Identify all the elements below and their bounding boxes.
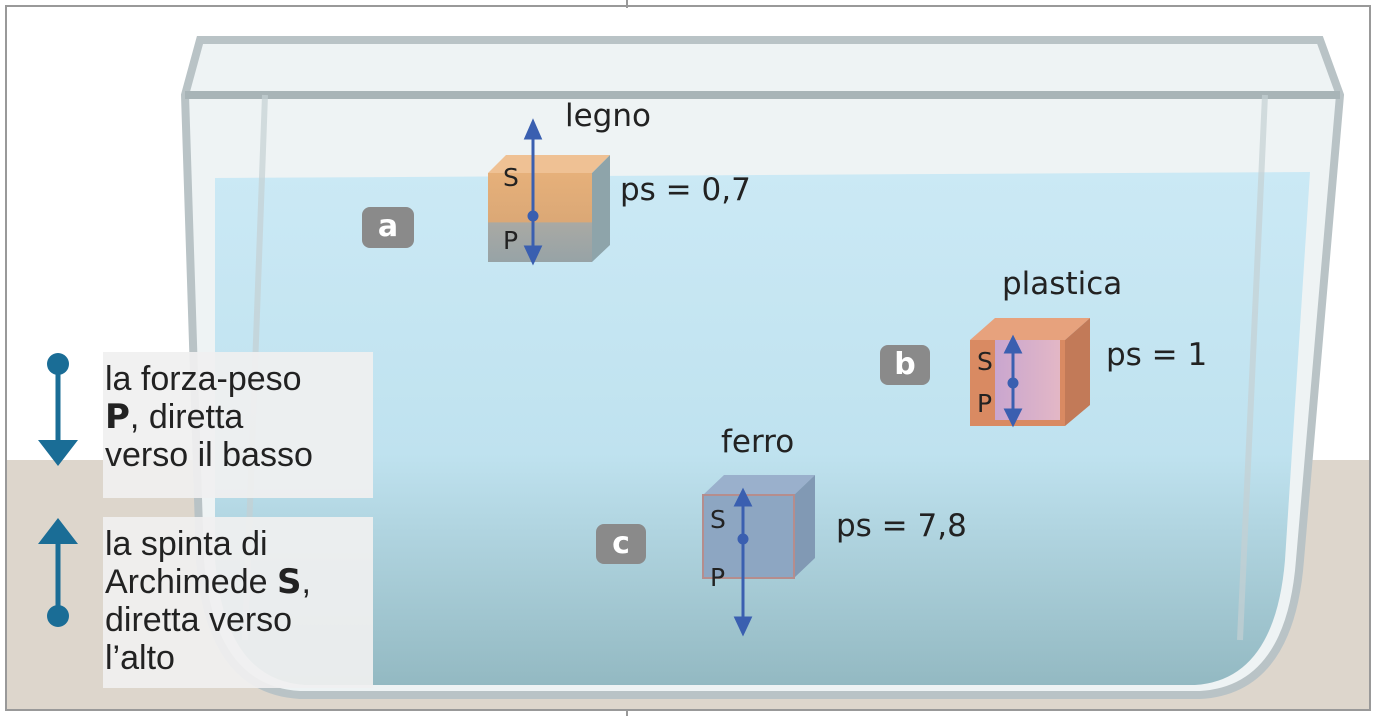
badge-b: b: [880, 345, 930, 385]
buoyancy-symbol: S: [276, 562, 302, 602]
ps-label-b: ps = 1: [1106, 337, 1208, 373]
legend-buoyancy-line2a: Archimede: [105, 563, 277, 601]
legend-buoyancy-line4: l’alto: [105, 639, 175, 677]
badge-a: a: [362, 207, 414, 248]
force-down-label-b: P: [977, 389, 993, 418]
legend-buoyancy-line2: Archimede S,: [105, 563, 373, 601]
material-label-a: legno: [565, 98, 651, 134]
weight-arrow-icon: [38, 353, 78, 466]
force-up-label-a: S: [503, 163, 519, 192]
legend-weight: la forza-peso P, diretta verso il basso: [103, 352, 373, 498]
force-up-label-c: S: [710, 505, 726, 534]
ps-label-a: ps = 0,7: [620, 172, 751, 208]
buoyancy-arrow-icon: [38, 518, 78, 627]
legend-weight-line1: la forza-peso: [105, 360, 302, 398]
legend-weight-line2-text: , diretta: [129, 398, 244, 436]
water: [215, 172, 1310, 685]
legend-buoyancy: la spinta di Archimede S, diretta verso …: [103, 517, 373, 688]
force-down-label-c: P: [710, 563, 726, 592]
weight-symbol: P: [105, 397, 130, 437]
legend-weight-line2: P, diretta: [105, 398, 373, 436]
force-arrow-a: [523, 118, 543, 266]
material-label-c: ferro: [721, 424, 795, 460]
legend-buoyancy-line3: diretta verso: [105, 601, 293, 639]
force-arrow-b: [1003, 334, 1023, 428]
force-up-label-b: S: [977, 347, 993, 376]
material-label-b: plastica: [1002, 266, 1123, 302]
ps-label-c: ps = 7,8: [836, 508, 967, 544]
legend-buoyancy-line1: la spinta di: [105, 525, 268, 563]
legend-weight-line3: verso il basso: [105, 436, 313, 474]
force-arrow-c: [733, 487, 753, 637]
legend-buoyancy-line2b: ,: [301, 563, 311, 601]
force-down-label-a: P: [503, 226, 519, 255]
iron-cube: [702, 475, 815, 579]
badge-c: c: [596, 524, 646, 564]
